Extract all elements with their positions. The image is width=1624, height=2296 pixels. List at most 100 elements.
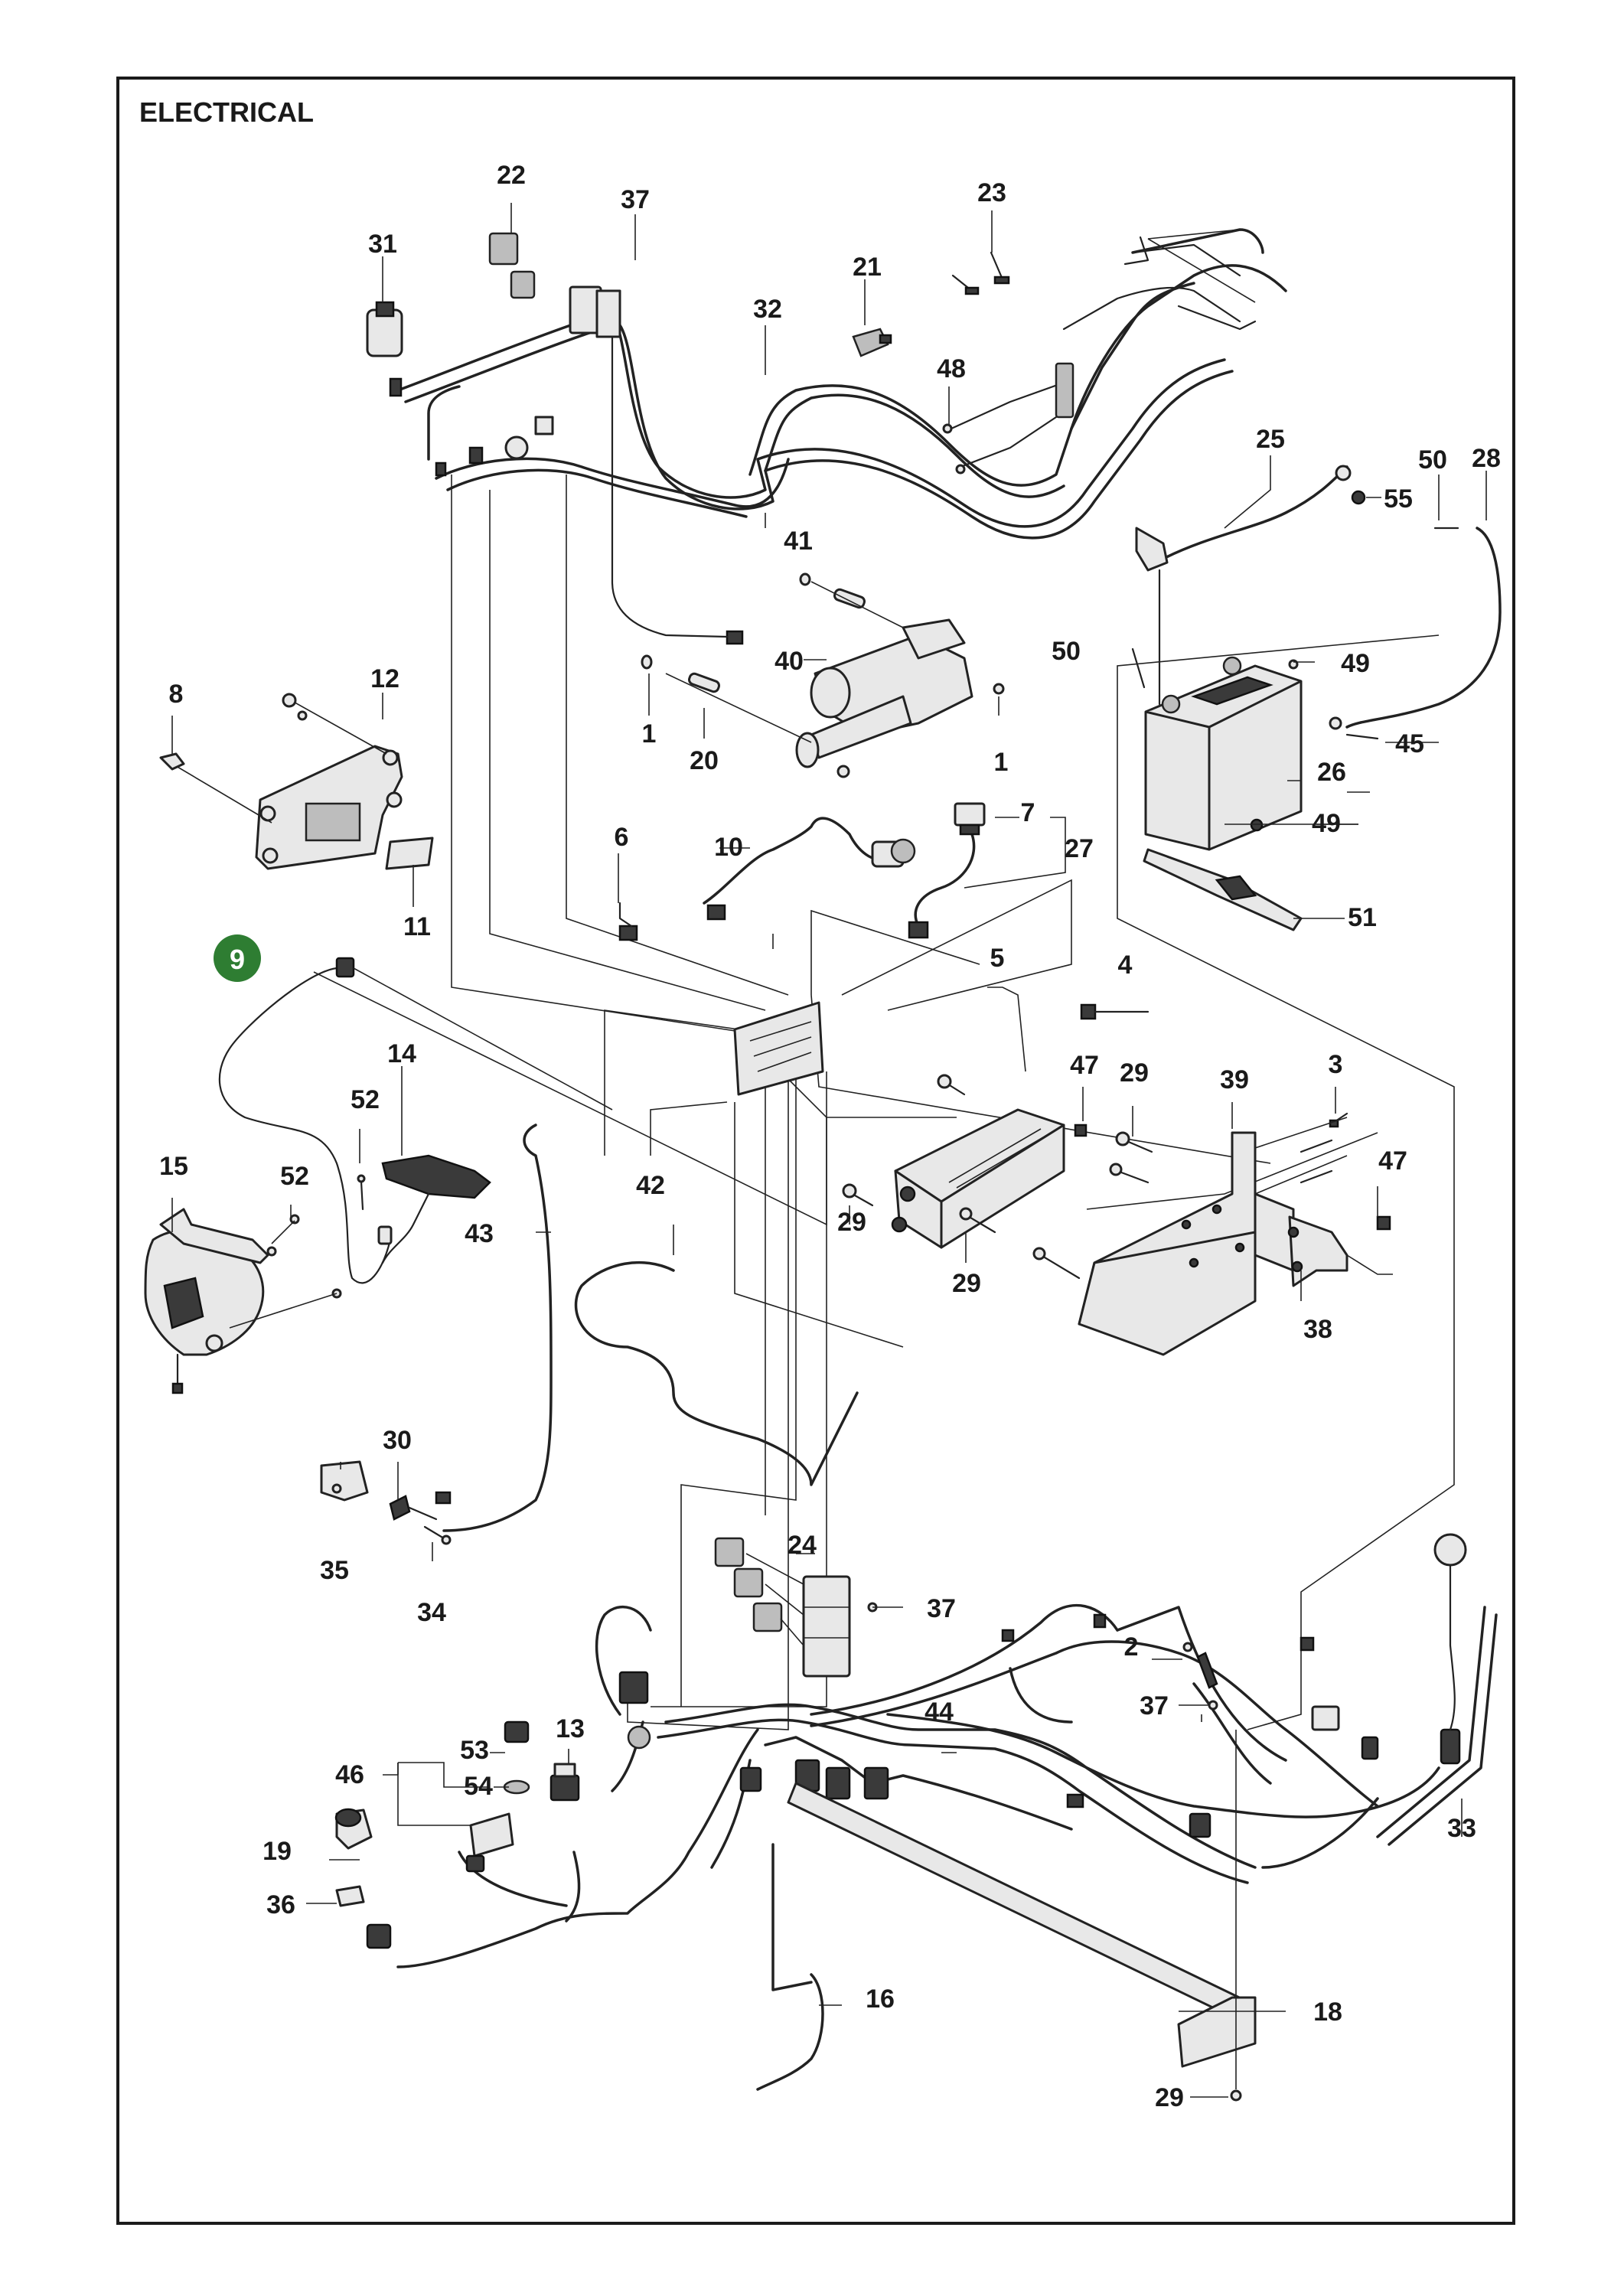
- harness-connectors: [618, 1613, 1379, 1838]
- connectors-along-harness: [611, 335, 744, 645]
- callout-29-bottom: 29: [1155, 2083, 1184, 2112]
- wire-9: [218, 967, 392, 1284]
- callout-6: 6: [615, 823, 629, 852]
- diagram-frame: [116, 77, 1515, 2225]
- callout-31: 31: [368, 230, 397, 259]
- switch-lead-27: [914, 833, 976, 928]
- callout-37-mid: 37: [927, 1594, 956, 1623]
- plug-10: [871, 838, 916, 868]
- callout-1-right: 1: [994, 748, 1009, 777]
- callout-9[interactable]: 9: [230, 944, 245, 975]
- fuse-48: [942, 362, 1075, 475]
- headlight-15: [144, 1208, 342, 1394]
- relays-6: [618, 902, 726, 941]
- diode-4: [1080, 1003, 1150, 1020]
- cable-25: [1162, 465, 1348, 560]
- fasteners-3-29-47: [842, 1074, 1391, 1280]
- connector-9: [335, 957, 613, 1110]
- battery-lead-wires: [1123, 228, 1264, 331]
- callout-5: 5: [990, 944, 1005, 973]
- callout-21: 21: [853, 253, 882, 282]
- callout-26: 26: [1317, 758, 1346, 787]
- harness-bar-18: [787, 1730, 1257, 2102]
- callout-10: 10: [714, 833, 743, 862]
- callout-22: 22: [497, 161, 526, 190]
- callout-37-top: 37: [621, 185, 650, 214]
- callout-11: 11: [403, 912, 431, 941]
- screws-23: [951, 251, 1010, 295]
- upper-harness-32: [748, 243, 1287, 498]
- callout-52-upper: 52: [351, 1085, 380, 1114]
- bracket-38: [1287, 1215, 1348, 1287]
- callout-16: 16: [866, 1985, 895, 2014]
- callout-28: 28: [1472, 444, 1501, 473]
- callout-29-lower: 29: [952, 1269, 981, 1298]
- callout-30: 30: [383, 1426, 412, 1455]
- callout-13: 13: [556, 1714, 585, 1743]
- sensor-33: [1433, 1533, 1467, 1765]
- diagram-title: ELECTRICAL: [139, 96, 314, 128]
- screws-8: [159, 693, 308, 771]
- switch-parts-46: [334, 1720, 580, 1949]
- callout-52-lower: 52: [280, 1162, 309, 1191]
- callout-47-right: 47: [1378, 1146, 1407, 1176]
- battery-hardware: [1131, 465, 1459, 832]
- callout-53: 53: [460, 1736, 489, 1765]
- callout-35: 35: [320, 1556, 349, 1585]
- callout-29-top: 29: [1120, 1058, 1149, 1088]
- callout-44: 44: [925, 1698, 954, 1727]
- sensor-harness-42: [574, 1261, 859, 1486]
- linear-actuator-40: [795, 618, 1005, 778]
- callout-4: 4: [1118, 951, 1133, 980]
- leader-lines: [171, 203, 1487, 2098]
- callout-50-mid: 50: [1052, 637, 1081, 666]
- callout-40: 40: [774, 647, 804, 676]
- callout-45: 45: [1395, 729, 1424, 758]
- pins-1-20: [641, 572, 904, 743]
- callout-2: 2: [1124, 1632, 1139, 1662]
- label-11: [385, 837, 434, 870]
- callout-24: 24: [788, 1531, 817, 1560]
- callout-25: 25: [1256, 425, 1285, 454]
- callout-14: 14: [387, 1039, 416, 1068]
- battery-26: [1144, 656, 1303, 851]
- callout-49-top: 49: [1341, 649, 1370, 678]
- callout-33: 33: [1447, 1814, 1476, 1843]
- callout-34: 34: [417, 1598, 446, 1627]
- callout-47-left: 47: [1070, 1051, 1099, 1080]
- callout-36: 36: [266, 1890, 295, 1919]
- callout-27: 27: [1065, 834, 1094, 863]
- callout-15: 15: [159, 1152, 188, 1181]
- holddown-51: [1143, 848, 1303, 931]
- callout-9-highlighted[interactable]: 9: [214, 934, 261, 982]
- callout-23: 23: [977, 178, 1006, 207]
- switch-7: [908, 802, 986, 939]
- callout-9-badge[interactable]: [214, 934, 261, 982]
- callout-1-left: 1: [642, 719, 657, 748]
- fuse-holder-31: [366, 301, 554, 477]
- callout-51: 51: [1348, 903, 1377, 932]
- light-14: [357, 1154, 491, 1264]
- callout-8: 8: [169, 680, 184, 709]
- callout-39: 39: [1220, 1065, 1249, 1094]
- callout-18: 18: [1313, 1998, 1342, 2027]
- callout-7: 7: [1021, 798, 1035, 827]
- callout-55: 55: [1384, 484, 1413, 514]
- circuit-board-5: [733, 1001, 824, 1096]
- callout-38: 38: [1303, 1315, 1332, 1344]
- upper-harness-41: [396, 312, 1234, 540]
- callout-43: 43: [465, 1219, 494, 1248]
- seat-switch-30: [320, 1460, 452, 1545]
- callout-54: 54: [464, 1772, 493, 1801]
- callout-29-mid: 29: [837, 1208, 866, 1237]
- fuse-21: [852, 328, 892, 357]
- bracket-39: [1078, 1131, 1295, 1356]
- callout-46: 46: [335, 1760, 364, 1789]
- callout-50-top: 50: [1418, 445, 1447, 475]
- callout-32: 32: [753, 295, 782, 324]
- callout-20: 20: [690, 746, 719, 775]
- callout-49-bottom: 49: [1312, 809, 1341, 838]
- callout-12: 12: [370, 664, 399, 693]
- control-module-39: [891, 1108, 1065, 1249]
